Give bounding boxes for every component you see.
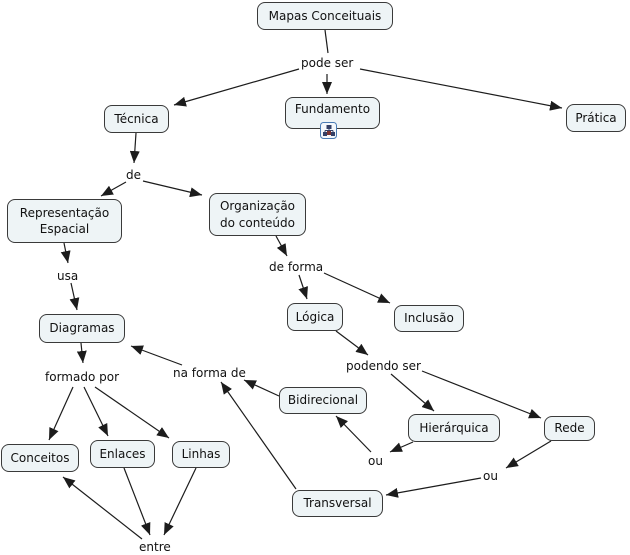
arrow-enlaces-to-entre	[123, 467, 151, 536]
arrow-representacao-to-usa	[60, 242, 71, 264]
arrow-usa-to-diagramas	[69, 282, 80, 311]
arrow-organizacao-to-de-forma	[275, 235, 288, 257]
arrow-formado-por-to-enlaces	[83, 386, 109, 437]
arrow-pode-ser-to-pratica	[359, 68, 563, 111]
concept-map-resource-icon[interactable]	[320, 122, 338, 140]
node-organizacao-do-conteudo[interactable]: Organização do conteúdo	[209, 193, 306, 236]
node-logica[interactable]: Lógica	[287, 303, 343, 331]
node-representacao-espacial[interactable]: Representação Espacial	[7, 199, 122, 243]
arrow-bidirecional-to-na-forma-de	[243, 379, 280, 397]
arrow-tecnica-to-de	[129, 132, 140, 164]
node-tecnica[interactable]: Técnica	[104, 105, 169, 133]
linking-phrase-de-forma[interactable]: de forma	[269, 260, 324, 274]
line-root-to-pode-ser	[324, 29, 329, 54]
node-hierarquica[interactable]: Hierárquica	[408, 414, 500, 442]
arrow-diagramas-to-formado-por	[76, 342, 87, 364]
linking-phrase-ou-left[interactable]: ou	[368, 454, 383, 468]
node-pratica[interactable]: Prática	[566, 104, 626, 132]
linking-phrase-de[interactable]: de	[126, 168, 141, 182]
arrow-podendo-ser-to-hierarquica	[390, 373, 435, 412]
arrow-podendo-ser-to-rede	[421, 370, 542, 419]
node-bidirecional[interactable]: Bidirecional	[279, 387, 367, 414]
arrow-de-to-organizacao	[142, 180, 203, 198]
arrow-formado-por-to-conceitos	[48, 386, 74, 441]
arrow-pode-ser-to-tecnica	[173, 68, 300, 107]
node-linhas[interactable]: Linhas	[172, 441, 230, 468]
arrow-ou1-to-bidirecional	[335, 415, 372, 453]
node-conceitos[interactable]: Conceitos	[1, 444, 79, 472]
linking-phrase-formado-por[interactable]: formado por	[45, 370, 119, 384]
node-transversal[interactable]: Transversal	[292, 490, 383, 517]
arrow-de-to-representacao	[100, 181, 127, 197]
node-enlaces[interactable]: Enlaces	[90, 440, 155, 468]
linking-phrase-na-forma-de[interactable]: na forma de	[173, 366, 246, 380]
arrow-linhas-to-entre	[163, 467, 197, 536]
arrow-ou2-to-transversal	[385, 477, 482, 498]
arrow-hierarquica-to-ou1	[389, 441, 414, 453]
linking-phrase-ou-right[interactable]: ou	[483, 469, 498, 483]
linking-phrase-usa[interactable]: usa	[57, 269, 79, 283]
arrow-logica-to-podendo-ser	[335, 330, 369, 356]
arrow-na-forma-de-to-diagramas	[130, 345, 183, 366]
arrow-rede-to-ou2	[505, 440, 552, 469]
arrow-formado-por-to-linhas	[94, 386, 170, 439]
node-mapas-conceituais[interactable]: Mapas Conceituais	[257, 2, 393, 30]
arrow-de-forma-to-inclusao	[323, 272, 391, 304]
arrow-de-forma-to-logica	[298, 274, 308, 300]
linking-phrase-podendo-ser[interactable]: podendo ser	[346, 359, 421, 373]
arrow-transversal-to-na-forma-de	[220, 381, 297, 490]
linking-phrase-entre[interactable]: entre	[139, 540, 171, 554]
node-diagramas[interactable]: Diagramas	[39, 314, 125, 343]
node-inclusao[interactable]: Inclusão	[394, 305, 464, 332]
arrow-entre-to-conceitos	[62, 476, 143, 540]
node-rede[interactable]: Rede	[544, 416, 595, 441]
linking-phrase-pode-ser[interactable]: pode ser	[301, 56, 354, 70]
